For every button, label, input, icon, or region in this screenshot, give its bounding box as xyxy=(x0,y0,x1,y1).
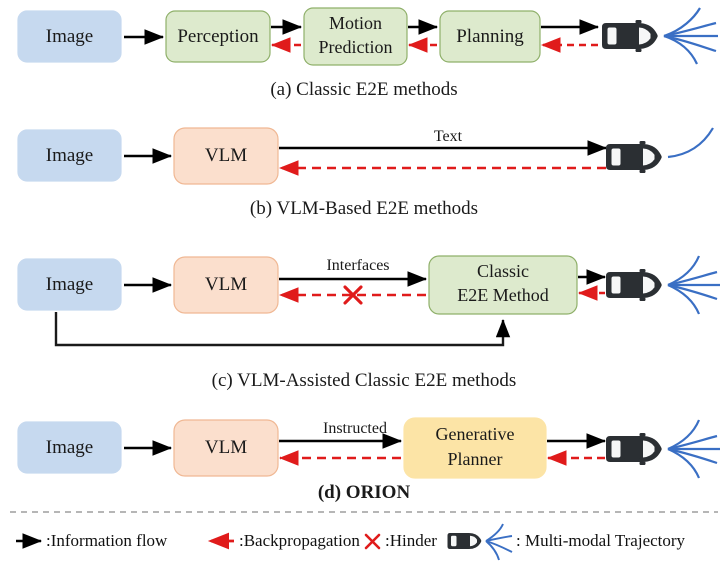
row-a-motion-label-line2: Prediction xyxy=(319,37,393,57)
row-c-vlm-box[interactable]: VLM xyxy=(173,256,279,314)
row-a-vehicle-icon xyxy=(602,20,658,52)
row-d-caption: (d) ORION xyxy=(318,482,411,503)
row-b-edge-label-text: Text xyxy=(434,128,463,145)
row-d-vlm-box[interactable]: VLM xyxy=(173,419,279,477)
row-d-edge-label-instructed: Instructed xyxy=(323,420,387,437)
row-d-planner-label-line1: Generative xyxy=(436,424,515,444)
row-d-planner-label-line2: Planner xyxy=(448,449,503,469)
legend-backpropagation-label: :Backpropagation xyxy=(239,531,360,550)
legend-vehicle-icon xyxy=(447,533,482,549)
row-b-vehicle-icon xyxy=(606,141,662,173)
row-a-motion-label-line1: Motion xyxy=(329,13,382,33)
row-a-classic-e2e: Image Perception Motion Prediction Plann… xyxy=(17,7,718,100)
row-d-generative-planner-box[interactable]: Generative Planner xyxy=(403,417,547,479)
row-b-caption: (b) VLM-Based E2E methods xyxy=(250,198,478,219)
row-c-edge-label-interfaces: Interfaces xyxy=(326,257,389,274)
row-c-vlm-assisted-classic-e2e: Image VLM Interfaces Classic E2E Method xyxy=(17,255,720,391)
legend-information-flow-label: :Information flow xyxy=(46,531,168,550)
legend: :Information flow :Backpropagation :Hind… xyxy=(16,523,686,561)
row-c-bypass-image-to-classic xyxy=(54,312,511,347)
row-c-image-label: Image xyxy=(46,274,93,295)
row-c-vlm-label: VLM xyxy=(205,274,247,295)
row-b-image-box[interactable]: Image xyxy=(17,129,122,182)
row-c-image-box[interactable]: Image xyxy=(17,258,122,311)
red-cross-icon xyxy=(343,285,363,305)
row-b-trajectory-single xyxy=(667,127,714,159)
row-d-vehicle-icon xyxy=(606,433,662,465)
row-a-planning-box[interactable]: Planning xyxy=(439,10,541,63)
row-b-vlm-box[interactable]: VLM xyxy=(173,127,279,185)
row-d-vlm-label: VLM xyxy=(205,437,247,458)
row-a-caption: (a) Classic E2E methods xyxy=(270,79,457,100)
row-d-trajectory-multimodal xyxy=(667,419,720,479)
row-c-vehicle-icon xyxy=(606,269,662,301)
row-b-vlm-based-e2e: Image VLM Text (b) VLM-Based E2E methods xyxy=(17,127,714,219)
row-c-caption: (c) VLM-Assisted Classic E2E methods xyxy=(212,370,517,391)
row-a-trajectory-multimodal xyxy=(663,7,718,65)
row-a-image-label: Image xyxy=(46,26,93,47)
legend-hinder-label: :Hinder xyxy=(385,531,437,550)
legend-hinder-icon xyxy=(364,533,381,550)
row-c-classic-e2e-box[interactable]: Classic E2E Method xyxy=(428,255,578,315)
row-c-classic-label-line2: E2E Method xyxy=(457,285,549,305)
row-d-image-box[interactable]: Image xyxy=(17,421,122,474)
row-b-vlm-label: VLM xyxy=(205,145,247,166)
row-a-motion-prediction-box[interactable]: Motion Prediction xyxy=(303,7,408,66)
legend-trajectory-label: : Multi-modal Trajectory xyxy=(516,531,686,550)
row-a-perception-label: Perception xyxy=(177,26,259,47)
row-d-image-label: Image xyxy=(46,437,93,458)
row-a-image-box[interactable]: Image xyxy=(17,10,122,63)
row-c-trajectory-multimodal xyxy=(667,255,720,315)
legend-trajectory-icon xyxy=(485,523,513,561)
row-a-planning-label: Planning xyxy=(456,26,524,47)
row-b-image-label: Image xyxy=(46,145,93,166)
row-a-perception-box[interactable]: Perception xyxy=(165,10,271,63)
row-c-classic-label-line1: Classic xyxy=(477,261,529,281)
row-d-orion: Image VLM Instructed Generative Planner xyxy=(17,417,720,503)
